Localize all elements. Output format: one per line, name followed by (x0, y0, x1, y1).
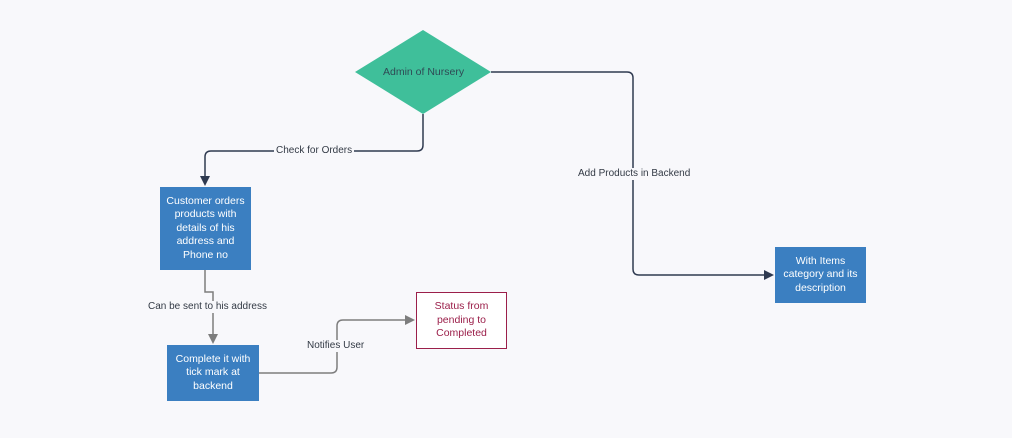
node-status-completed[interactable]: Status from pending to Completed (416, 292, 507, 349)
edge-label-sent-address: Can be sent to his address (146, 301, 269, 313)
node-items-category-label: With Items category and its description (783, 254, 858, 294)
admin-diamond-shape[interactable] (355, 30, 491, 114)
node-status-completed-label: Status from pending to Completed (434, 300, 489, 340)
node-customer-orders[interactable]: Customer orders products with details of… (160, 187, 251, 270)
node-items-category[interactable]: With Items category and its description (775, 247, 866, 303)
admin-diamond-label: Admin of Nursery (383, 66, 465, 78)
edge-label-add-products: Add Products in Backend (576, 168, 693, 180)
edge-sent-address (204, 270, 218, 344)
node-customer-orders-label: Customer orders products with details of… (166, 194, 245, 261)
edge-label-check-orders: Check for Orders (274, 145, 355, 157)
node-complete-backend[interactable]: Complete it with tick mark at backend (167, 345, 259, 401)
edge-label-notifies-user: Notifies User (305, 340, 367, 352)
node-complete-backend-label: Complete it with tick mark at backend (175, 352, 251, 392)
